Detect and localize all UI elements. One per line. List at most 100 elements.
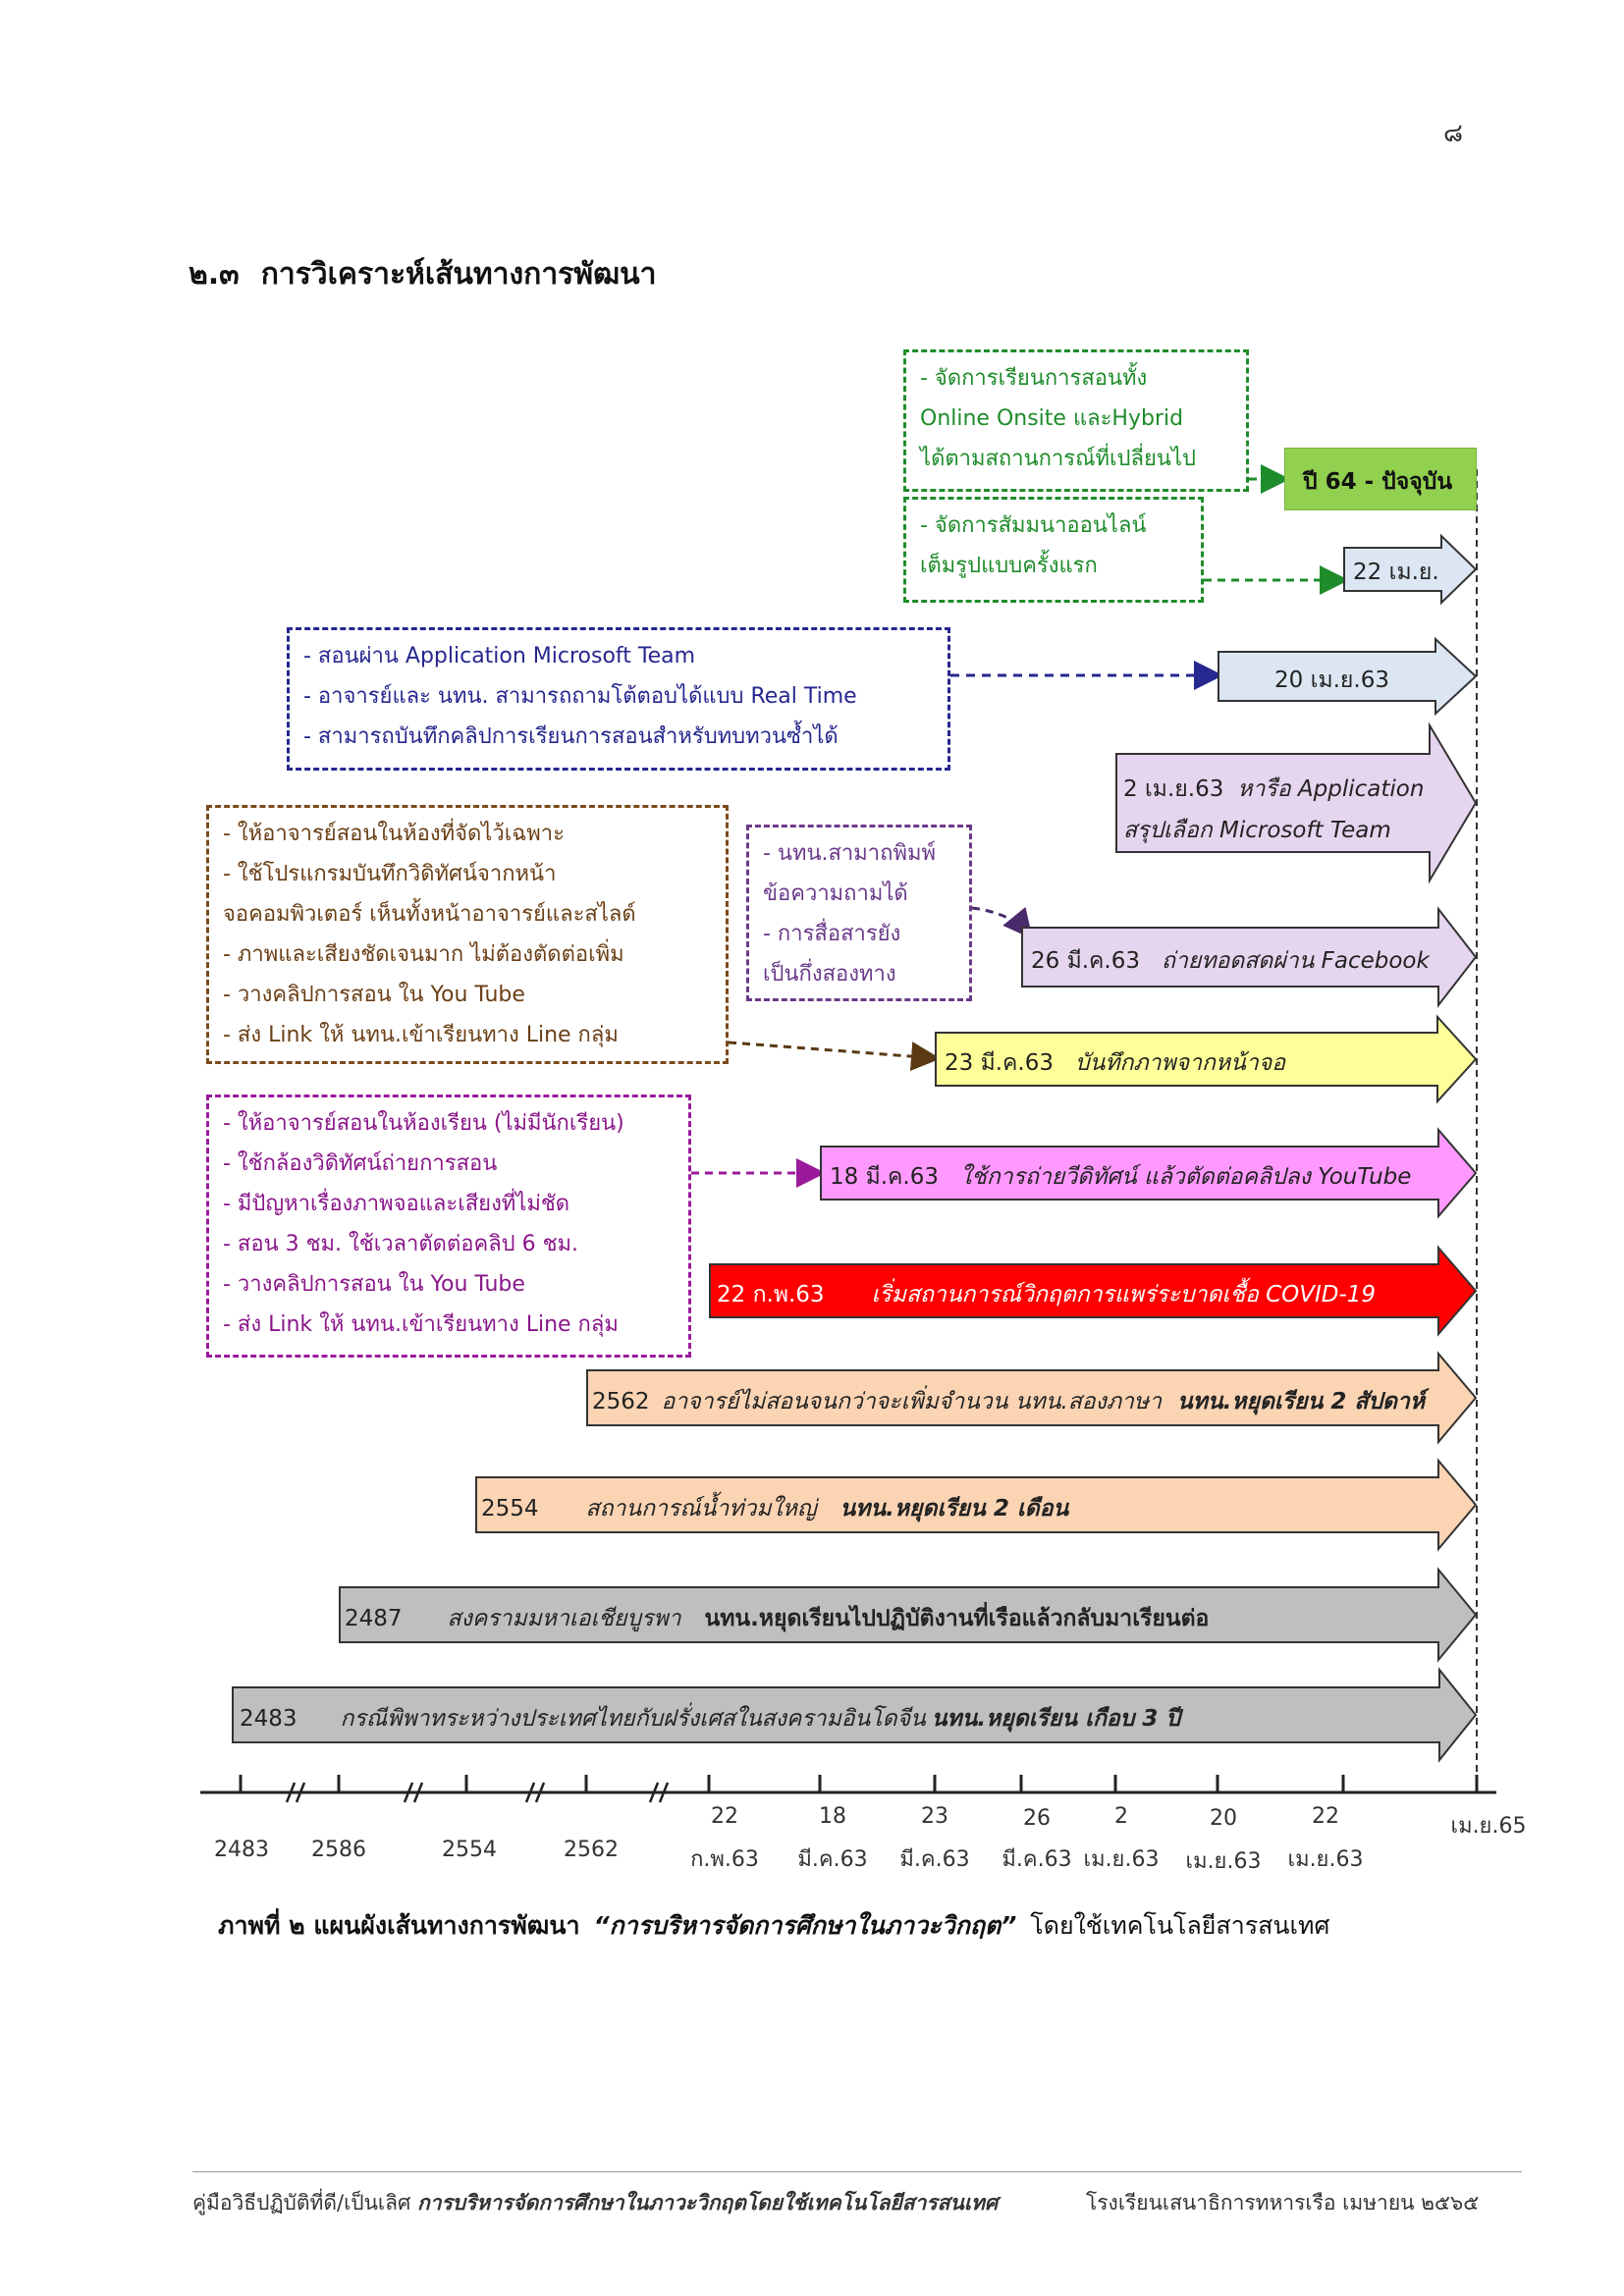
arrow-date: 18 มี.ค.63 <box>830 1164 940 1190</box>
arrow-year: 2554 <box>481 1496 539 1522</box>
arrow-year: 2487 <box>345 1606 403 1631</box>
axis-year-label: 2554 <box>442 1838 497 1862</box>
arrow-23-mar-63: 23 มี.ค.63 บันทึกภาพจากหน้าจอ <box>935 1014 1478 1104</box>
arrow-label: 22 เม.ย. <box>1353 560 1439 585</box>
note-line: - ให้อาจารย์สอนในห้องที่จัดไว้เฉพาะ <box>223 822 565 846</box>
arrow-22-feb-63: 22 ก.พ.63 เริ่มสถานการณ์วิกฤตการแพร่ระบาด… <box>709 1245 1478 1337</box>
note-line: - ใช้กล้องวิดิทัศน์ถ่ายการสอน <box>223 1151 498 1176</box>
milestone-box-2564: ปี 64 - ปัจจุบัน <box>1284 448 1477 510</box>
note-purple: - นทน.สามาถพิมพ์ ข้อความถามได้ - การสื่อ… <box>746 825 972 1001</box>
arrow-18-mar-63: 18 มี.ค.63 ใช้การถ่ายวีดิทัศน์ แล้วตัดต่อ… <box>820 1127 1478 1219</box>
section-heading: ๒.๓ การวิเคราะห์เส้นทางการพัฒนา <box>189 251 657 297</box>
note-line: ได้ตามสถานการณ์ที่เปลี่ยนไป <box>920 447 1196 471</box>
arrow-year: 2562 <box>592 1389 650 1415</box>
axis-date-day: 22 <box>711 1804 738 1829</box>
note-line: - ส่ง Link ให้ นทน.เข้าเรียนทาง Line กลุ… <box>223 1023 619 1047</box>
caption-title: “การบริหารจัดการศึกษาในภาวะวิกฤต” <box>593 1911 1017 1940</box>
arrow-desc: ใช้การถ่ายวีดิทัศน์ แล้วตัดต่อคลิปลง You… <box>960 1164 1412 1190</box>
axis-date-month: เม.ย.63 <box>1185 1849 1262 1874</box>
arrow-date: 22 ก.พ.63 <box>717 1282 825 1308</box>
milestone-label: ปี 64 - ปัจจุบัน <box>1303 469 1453 495</box>
note-line: - จัดการเรียนการสอนทั้ง <box>920 366 1148 391</box>
axis-date-day: 20 <box>1210 1806 1237 1831</box>
note-line: - การสื่อสารยัง <box>763 922 901 946</box>
footer-left: คู่มือวิธีปฏิบัติที่ดี/เป็นเลิศ การบริหา… <box>192 2187 998 2219</box>
arrow-desc: บันทึกภาพจากหน้าจอ <box>1075 1050 1286 1076</box>
note-line: - สามารถบันทึกคลิปการเรียนการสอนสำหรับทบ… <box>303 724 839 749</box>
axis-date-day: 26 <box>1023 1806 1051 1831</box>
note-line: - ส่ง Link ให้ นทน.เข้าเรียนทาง Line กลุ… <box>223 1312 619 1337</box>
arrow-date: 26 มี.ค.63 <box>1031 948 1141 974</box>
note-line: - สอน 3 ชม. ใช้เวลาตัดต่อคลิป 6 ชม. <box>223 1232 579 1256</box>
note-line: - ใช้โปรแกรมบันทึกวิดิทัศน์จากหน้า <box>223 862 557 886</box>
footer-left-italic: การบริหารจัดการศึกษาในภาวะวิกฤตโดยใช้เทค… <box>417 2191 999 2215</box>
axis-break-marks <box>285 1782 670 1803</box>
connector-brown <box>728 1041 941 1072</box>
arrow-label: 22 ก.พ.63 เริ่มสถานการณ์วิกฤตการแพร่ระบาด… <box>717 1277 1376 1312</box>
note-line: เป็นกึ่งสองทาง <box>763 962 896 987</box>
note-line: ข้อความถามได้ <box>763 881 908 906</box>
caption-suffix: โดยใช้เทคโนโลยีสารสนเทศ <box>1030 1911 1330 1940</box>
arrow-2483: 2483 กรณีพิพาทระหว่างประเทศไทยกับฝรั่งเศส… <box>232 1667 1478 1763</box>
axis-date-month: มี.ค.63 <box>899 1847 970 1872</box>
axis-date-month: มี.ค.63 <box>1001 1847 1072 1872</box>
note-line: เต็มรูปแบบครั้งแรก <box>920 554 1098 578</box>
arrow-label-line2: สรุปเลือก Microsoft Team <box>1123 818 1391 843</box>
arrow-20-apr-63: 20 เม.ย.63 <box>1218 636 1478 717</box>
axis-year-label: 2483 <box>214 1838 269 1862</box>
axis-date-day: 18 <box>819 1804 846 1829</box>
note-blue: - สอนผ่าน Application Microsoft Team - อ… <box>287 627 950 771</box>
arrow-label: 2554 สถานการณ์น้ำท่วมใหญ่ นทน.หยุดเรียน 2 … <box>481 1491 1068 1526</box>
arrow-22-apr: 22 เม.ย. <box>1343 533 1478 606</box>
footer-divider <box>192 2171 1522 2172</box>
note-brown: - ให้อาจารย์สอนในห้องที่จัดไว้เฉพาะ - ใช… <box>206 805 729 1064</box>
axis-date-month: เม.ย.63 <box>1287 1847 1364 1872</box>
arrow-desc: กรณีพิพาทระหว่างประเทศไทยกับฝรั่งเศสในสง… <box>340 1706 926 1732</box>
note-line: จอคอมพิวเตอร์ เห็นทั้งหน้าอาจารย์และสไลด… <box>223 902 636 927</box>
footer-right: โรงเรียนเสนาธิการทหารเรือ เมษายน ๒๕๖๕ <box>1086 2191 1480 2215</box>
note-line: - วางคลิปการสอน ใน You Tube <box>223 983 525 1007</box>
arrow-desc: สถานการณ์น้ำท่วมใหญ่ <box>585 1496 817 1522</box>
arrow-emphasis: นทน.หยุดเรียน 2 เดือน <box>839 1496 1069 1522</box>
arrow-2487: 2487 สงครามมหาเอเชียบูรพา นทน.หยุดเรียนไปป… <box>339 1567 1478 1663</box>
note-line: - อาจารย์และ นทน. สามารถถามโต้ตอบได้แบบ … <box>303 684 857 709</box>
section-title: การวิเคราะห์เส้นทางการพัฒนา <box>260 257 657 292</box>
axis-date-month: มี.ค.63 <box>797 1847 868 1872</box>
note-line: - จัดการสัมมนาออนไลน์ <box>920 513 1147 538</box>
note-line: - วางคลิปการสอน ใน You Tube <box>223 1272 525 1297</box>
arrow-emphasis: นทน.หยุดเรียน 2 สัปดาห์ <box>1176 1389 1425 1415</box>
figure-caption: ภาพที่ ๒ แผนผังเส้นทางการพัฒนา “การบริหา… <box>218 1906 1329 1946</box>
arrow-date: 2 เม.ย.63 <box>1123 776 1224 802</box>
note-line: - นทน.สามาถพิมพ์ <box>763 841 936 866</box>
arrow-year: 2483 <box>240 1706 298 1732</box>
axis-date-day: 23 <box>921 1804 948 1829</box>
arrow-emphasis: นทน.หยุดเรียนไปปฏิบัติงานที่เรือแล้วกลับ… <box>704 1606 1210 1631</box>
axis-end-label: เม.ย.65 <box>1450 1814 1527 1839</box>
arrow-desc: สงครามมหาเอเชียบูรพา <box>447 1606 681 1631</box>
arrow-2554: 2554 สถานการณ์น้ำท่วมใหญ่ นทน.หยุดเรียน 2 … <box>475 1458 1478 1552</box>
arrow-label: 2483 กรณีพิพาทระหว่างประเทศไทยกับฝรั่งเศส… <box>240 1701 1180 1736</box>
page-number: ๘ <box>1443 119 1464 148</box>
axis-date-month: ก.พ.63 <box>690 1847 759 1872</box>
note-green-bottom: - จัดการสัมมนาออนไลน์ เต็มรูปแบบครั้งแรก <box>903 497 1204 603</box>
axis-date-day: 22 <box>1312 1804 1339 1829</box>
arrow-date: 23 มี.ค.63 <box>945 1050 1055 1076</box>
note-line: - ภาพและเสียงชัดเจนมาก ไม่ต้องตัดต่อเพิ่… <box>223 942 624 967</box>
note-green-top: - จัดการเรียนการสอนทั้ง Online Onsite แล… <box>903 349 1249 492</box>
axis-date-day: 2 <box>1114 1804 1128 1829</box>
arrow-label: 20 เม.ย.63 <box>1274 667 1389 693</box>
axis-year-label: 2586 <box>311 1838 366 1862</box>
arrow-emphasis: นทน.หยุดเรียน เกือบ 3 ปี <box>931 1706 1180 1732</box>
axis-date-month: เม.ย.63 <box>1083 1847 1160 1872</box>
note-line: - ให้อาจารย์สอนในห้องเรียน (ไม่มีนักเรีย… <box>223 1111 624 1136</box>
note-line: Online Onsite และHybrid <box>920 406 1184 431</box>
section-number: ๒.๓ <box>189 257 240 292</box>
arrow-desc: เริ่มสถานการณ์วิกฤตการแพร่ระบาดเชื้อ COV… <box>871 1282 1377 1308</box>
arrow-label: 18 มี.ค.63 ใช้การถ่ายวีดิทัศน์ แล้วตัดต่อ… <box>830 1159 1411 1195</box>
